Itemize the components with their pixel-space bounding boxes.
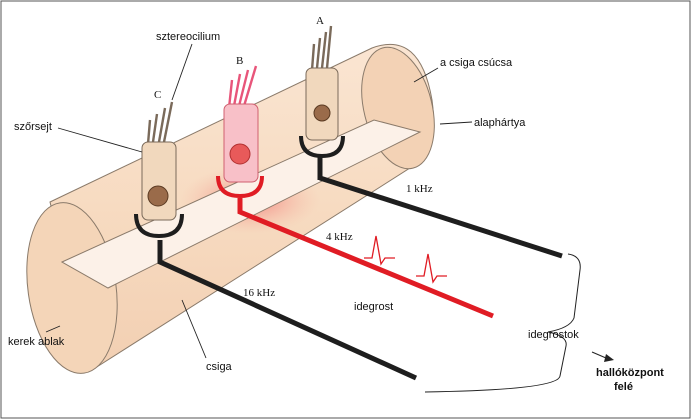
label-auditory-center-1: hallóközpont [596,367,664,379]
spike-wave-1 [364,235,395,266]
leader-cochlea [181,299,207,359]
leader-hair-cell [57,127,143,153]
label-apex: a csiga csúcsa [440,57,513,69]
label-round-window: kerek ablak [8,336,65,348]
leader-basilar [439,121,473,125]
label-nerve-fibers: idegrostok [528,329,579,341]
label-freq-16khz: 16 kHz [243,287,275,299]
arrow-right-icon [604,354,614,362]
nerve-fiber-4khz [237,198,494,319]
leader-round-window [45,325,61,333]
leader-apex [413,67,439,83]
spike-wave-2 [416,253,447,284]
label-hair-a: A [316,15,324,27]
label-cochlea: csiga [206,361,233,373]
label-auditory-center-2: felé [614,381,633,393]
fiber-bracket [424,253,581,393]
label-freq-1khz: 1 kHz [406,183,433,195]
label-basilar-membrane: alaphártya [474,117,526,129]
arrow-right-icon-shaft [591,351,607,359]
label-hair-cell: szőrsejt [14,121,52,133]
label-hair-b: B [236,55,243,67]
nerve-fiber-1khz [319,175,563,259]
hair-cell-a [299,25,345,180]
hair-cell-b [216,65,264,199]
hair-cell-c [134,101,184,239]
leader-stereocilium [171,43,193,101]
nerve-fiber-16khz [157,240,418,381]
label-nerve-fiber: idegrost [354,301,393,313]
label-stereocilium: sztereocilium [156,31,220,43]
label-freq-4khz: 4 kHz [326,231,353,243]
label-hair-c: C [154,89,161,101]
